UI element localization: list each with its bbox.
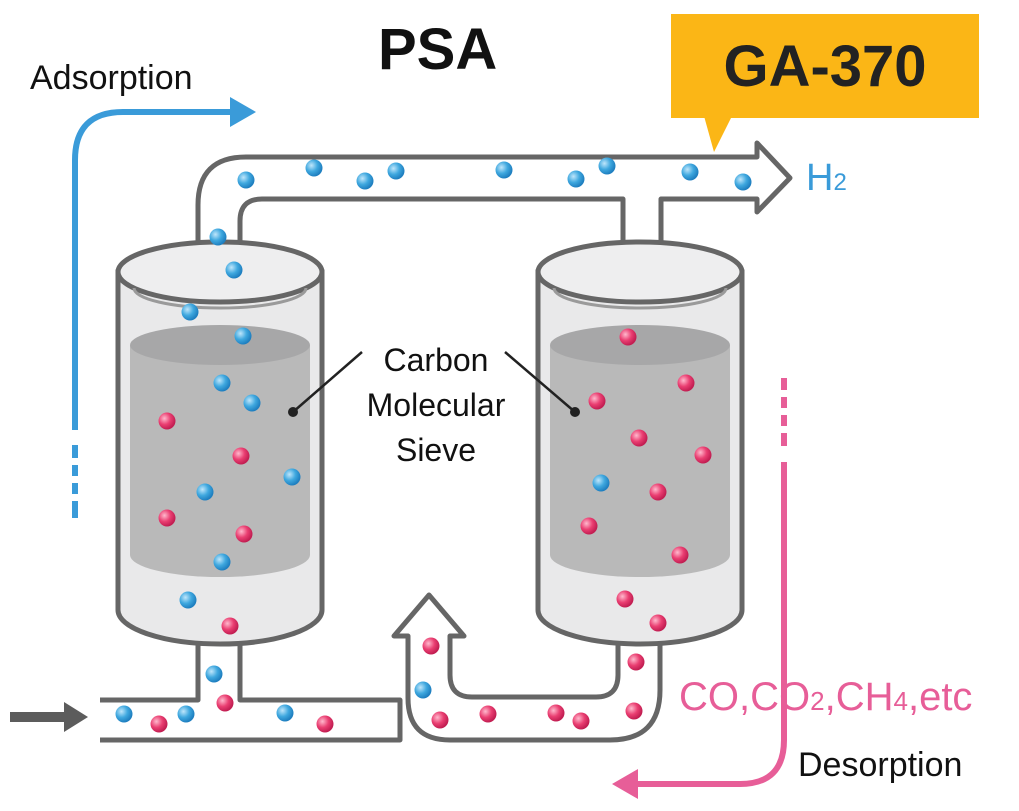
right-desorption-column xyxy=(535,239,745,647)
hydrogen-molecule xyxy=(598,157,616,175)
feed-pipe xyxy=(100,629,403,743)
h2-label: H2 xyxy=(806,157,847,200)
product-badge: GA-370 xyxy=(671,14,979,118)
impurity-molecule xyxy=(649,614,667,632)
impurity-molecule xyxy=(216,694,234,712)
hydrogen-molecule xyxy=(209,228,227,246)
hydrogen-molecule xyxy=(567,170,585,188)
h2-label-subscript: 2 xyxy=(833,169,847,196)
impurity-molecule xyxy=(158,509,176,527)
hydrogen-molecules xyxy=(115,157,752,723)
hydrogen-molecule xyxy=(237,171,255,189)
hydrogen-molecule xyxy=(276,704,294,722)
sieve-label: Carbon Molecular Sieve xyxy=(347,338,525,473)
sieve-leader-lines xyxy=(288,351,580,417)
sieve-label-line1: Carbon xyxy=(383,342,489,378)
impurity-molecule xyxy=(588,392,606,410)
impurity-molecule xyxy=(572,712,590,730)
exhaust-pipe xyxy=(391,592,663,743)
gases-sub1: 2 xyxy=(810,686,825,716)
impurity-molecule xyxy=(221,617,239,635)
hydrogen-molecule xyxy=(305,159,323,177)
hydrogen-molecule xyxy=(213,553,231,571)
hydrogen-molecule xyxy=(225,261,243,279)
hydrogen-molecule xyxy=(115,705,133,723)
impurity-molecule xyxy=(235,525,253,543)
left-adsorption-column xyxy=(115,239,325,647)
impurity-gases-label: CO,CO2,CH4,etc xyxy=(679,675,972,720)
product-badge-label: GA-370 xyxy=(723,33,927,99)
impurity-molecule xyxy=(580,517,598,535)
hydrogen-molecule xyxy=(495,161,513,179)
hydrogen-molecule xyxy=(177,705,195,723)
h2-output-pipe xyxy=(195,140,793,253)
hydrogen-molecule xyxy=(283,468,301,486)
gases-part2: ,CH xyxy=(824,675,894,719)
impurity-molecule xyxy=(677,374,695,392)
impurity-molecule xyxy=(694,446,712,464)
impurity-molecule xyxy=(316,715,334,733)
hydrogen-molecule xyxy=(179,591,197,609)
hydrogen-molecule xyxy=(387,162,405,180)
impurity-molecule xyxy=(158,412,176,430)
gases-sub2: 4 xyxy=(893,686,908,716)
hydrogen-molecule xyxy=(196,483,214,501)
hydrogen-molecule xyxy=(234,327,252,345)
impurity-molecule xyxy=(431,711,449,729)
hydrogen-molecule xyxy=(592,474,610,492)
hydrogen-molecule xyxy=(734,173,752,191)
sieve-label-line3: Sieve xyxy=(395,432,477,468)
h2-label-main: H xyxy=(806,157,834,199)
impurity-molecule xyxy=(630,429,648,447)
adsorption-arrow-icon xyxy=(72,97,256,518)
impurity-molecule xyxy=(232,447,250,465)
impurity-molecule xyxy=(619,328,637,346)
hydrogen-molecule xyxy=(414,681,432,699)
hydrogen-molecule xyxy=(205,665,223,683)
badge-pointer xyxy=(704,116,732,152)
feed-arrow-icon xyxy=(10,702,88,732)
hydrogen-molecule xyxy=(181,303,199,321)
impurity-molecule xyxy=(671,546,689,564)
impurity-molecule xyxy=(616,590,634,608)
hydrogen-molecule xyxy=(243,394,261,412)
impurity-molecule xyxy=(627,653,645,671)
impurity-molecule xyxy=(150,715,168,733)
adsorption-label: Adsorption xyxy=(30,59,193,97)
gases-part1: CO,CO xyxy=(679,675,811,719)
desorption-arrow-icon xyxy=(612,378,787,799)
impurity-molecule xyxy=(625,702,643,720)
impurity-molecule xyxy=(547,704,565,722)
gases-part3: ,etc xyxy=(907,675,973,719)
desorption-label: Desorption xyxy=(798,746,963,784)
impurity-molecule xyxy=(422,637,440,655)
impurity-molecule xyxy=(479,705,497,723)
impurity-molecules xyxy=(150,328,712,733)
hydrogen-molecule xyxy=(356,172,374,190)
hydrogen-molecule xyxy=(213,374,231,392)
sieve-label-line2: Molecular xyxy=(366,387,506,423)
diagram-title: PSA xyxy=(378,17,498,82)
impurity-molecule xyxy=(649,483,667,501)
hydrogen-molecule xyxy=(681,163,699,181)
